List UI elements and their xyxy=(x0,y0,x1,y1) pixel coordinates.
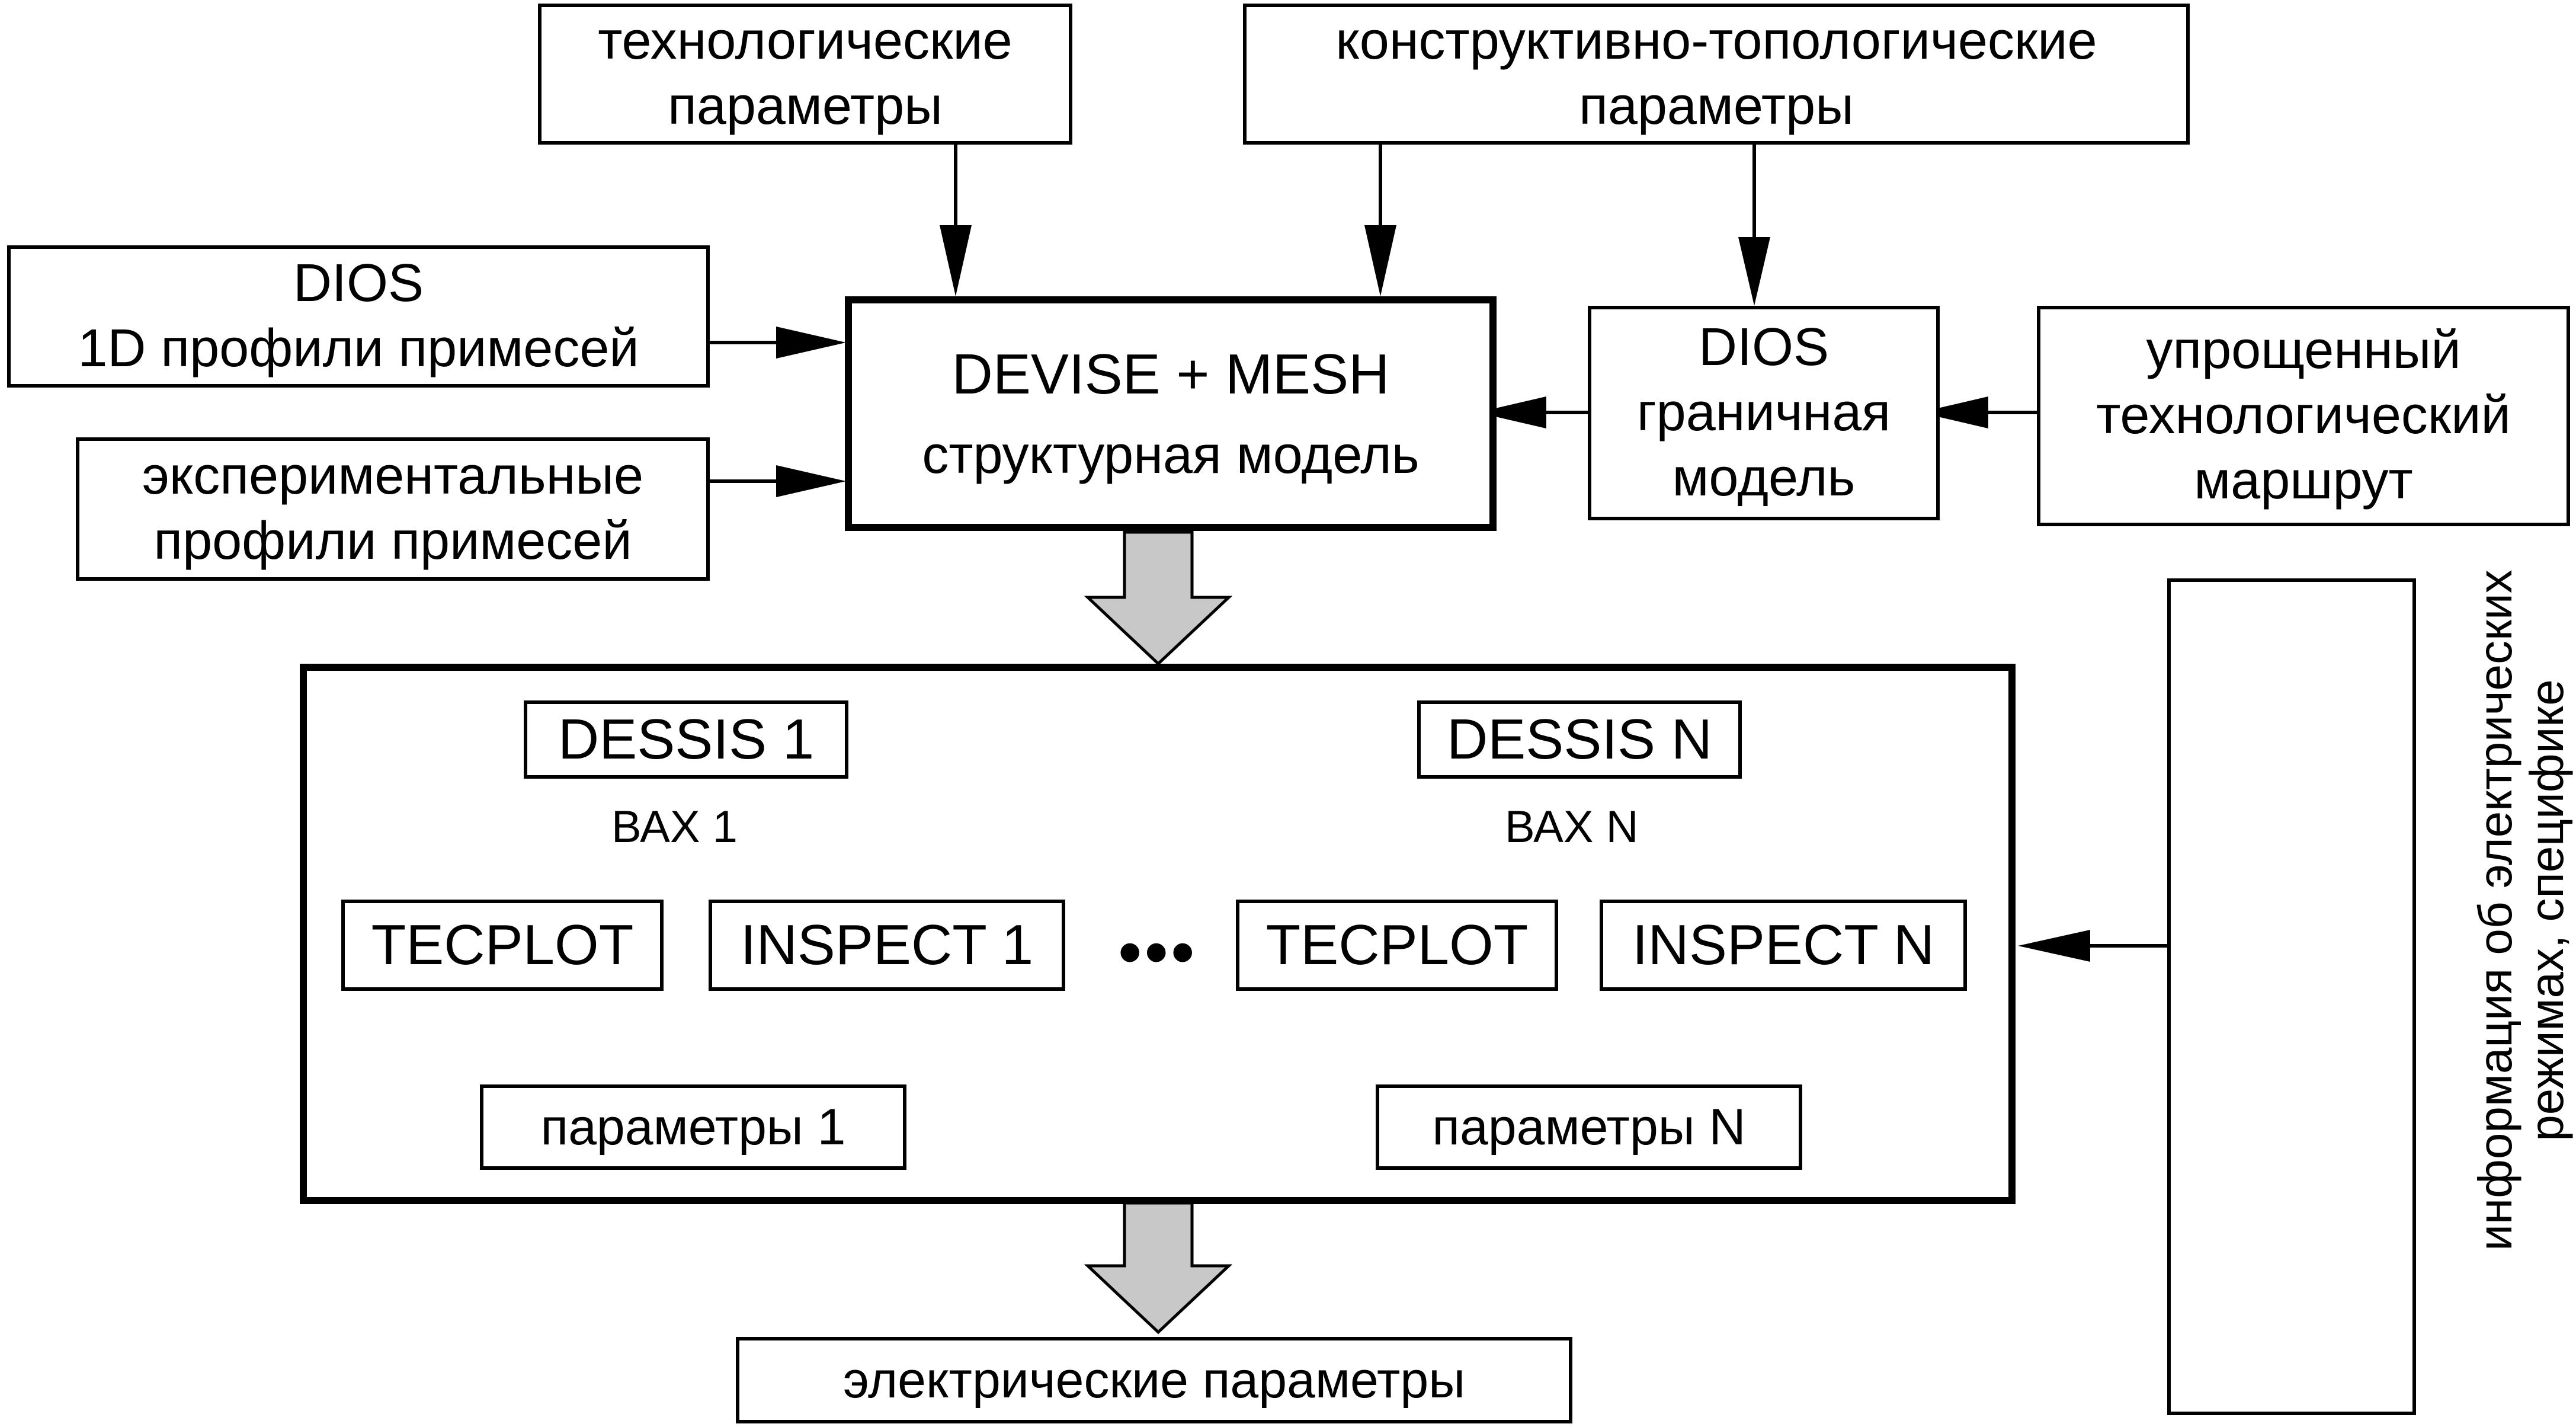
arrowhead-dios1d xyxy=(776,327,846,359)
vax-n-label: ВАХ N xyxy=(1505,802,1639,852)
arrowhead-dios-boundary xyxy=(1478,396,1546,428)
simplified-route-text: упрощенный технологический маршрут xyxy=(2096,321,2511,510)
devise-mesh-subtitle: структурная модель xyxy=(922,425,1420,485)
params-n-box: параметры N xyxy=(1376,1084,1802,1170)
inspect-n-box: INSPECT N xyxy=(1600,900,1967,991)
constr-params-text: конструктивно-топологические параметры xyxy=(1335,11,2097,136)
vax-1-label: ВАХ 1 xyxy=(611,802,738,852)
tech-params-text: технологические параметры xyxy=(598,11,1013,136)
tech-params-box: технологические параметры xyxy=(538,4,1072,145)
arrowhead-exp xyxy=(776,465,846,497)
dessis-n-text: DESSIS N xyxy=(1446,708,1713,772)
params-1-box: параметры 1 xyxy=(480,1084,906,1170)
simplified-route-box: упрощенный технологический маршрут xyxy=(2037,306,2570,526)
electrical-params-text: электрические параметры xyxy=(842,1351,1466,1409)
block-arrow-main-to-electrical xyxy=(1084,1201,1233,1335)
constr-params-box: конструктивно-топологические параметры xyxy=(1243,4,2190,145)
info-text: информация об электрических режимах, спе… xyxy=(2469,569,2576,1251)
devise-mesh-box: DEVISE + MESH структурная модель xyxy=(845,296,1497,531)
arrowhead-constr-left xyxy=(1364,225,1396,296)
tecplot-n-box: TECPLOT xyxy=(1236,900,1558,991)
arrowhead-route xyxy=(1920,396,1988,428)
tecplot-1-box: TECPLOT xyxy=(341,900,664,991)
info-box xyxy=(2167,578,2416,1415)
params-1-text: параметры 1 xyxy=(540,1098,846,1156)
arrowhead-constr-right xyxy=(1738,237,1770,306)
dios-1d-text: DIOS 1D профили примесей xyxy=(78,254,639,378)
arrowhead-tech xyxy=(940,225,972,296)
dessis-1-text: DESSIS 1 xyxy=(558,708,815,772)
dessis-n-box: DESSIS N xyxy=(1417,700,1742,779)
inspect-1-text: INSPECT 1 xyxy=(740,913,1034,977)
exp-profiles-text: экспериментальные профили примесей xyxy=(142,446,644,571)
block-arrow-devise-to-main xyxy=(1084,530,1233,666)
dios-boundary-box: DIOS граничная модель xyxy=(1588,306,1940,520)
ellipsis: ••• xyxy=(1119,916,1198,988)
dessis-1-box: DESSIS 1 xyxy=(524,700,848,779)
inspect-n-text: INSPECT N xyxy=(1632,913,1935,977)
inspect-1-box: INSPECT 1 xyxy=(709,900,1065,991)
electrical-params-box: электрические параметры xyxy=(736,1337,1572,1423)
dios-boundary-text: DIOS граничная модель xyxy=(1636,318,1891,507)
params-n-text: параметры N xyxy=(1432,1098,1746,1156)
devise-mesh-title: DEVISE + MESH xyxy=(951,342,1390,406)
tecplot-1-text: TECPLOT xyxy=(371,913,634,977)
exp-profiles-box: экспериментальные профили примесей xyxy=(76,437,710,581)
tecplot-n-text: TECPLOT xyxy=(1265,913,1529,977)
dios-1d-box: DIOS 1D профили примесей xyxy=(7,245,710,388)
arrowhead-info xyxy=(2018,930,2090,962)
